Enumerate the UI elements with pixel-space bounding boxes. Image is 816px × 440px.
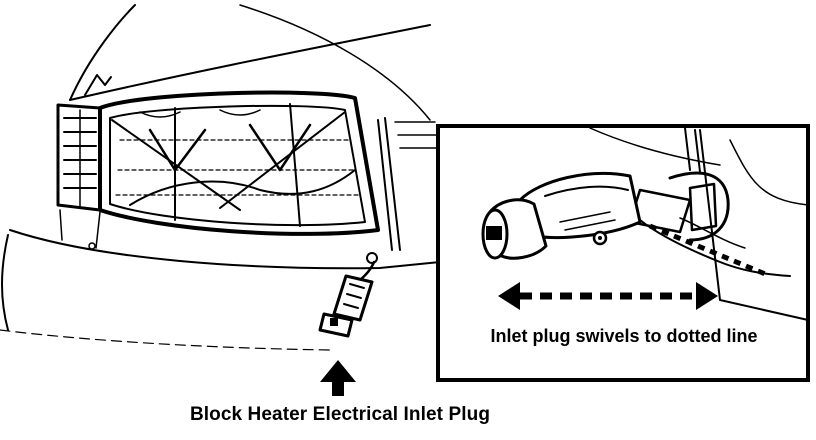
headlamp [98,90,380,236]
up-arrow-icon [320,360,356,396]
grille-slats [394,121,437,149]
corner-lamp [56,103,102,212]
bumper-corner [1,234,9,331]
fender-top-line [69,24,431,101]
double-headed-dashed-arrow-icon [498,282,718,310]
inset-panel [436,124,810,382]
inset-closeup-drawing [481,127,809,321]
bumper-lower [0,329,331,351]
bumper-top [9,229,441,270]
inlet-plug-main [318,260,376,338]
windshield-edge [239,4,431,121]
figure-caption: Block Heater Electrical Inlet Plug [189,404,491,425]
inset-caption: Inlet plug swivels to dotted line [490,326,758,346]
dotted-swivel-line [649,223,771,279]
grille-edge [377,117,401,251]
bumper-edge [59,209,101,249]
car-front-drawing [0,4,441,351]
inset-plug-socket [481,198,548,260]
hood-crease [84,74,112,96]
hood-outline [69,4,136,101]
